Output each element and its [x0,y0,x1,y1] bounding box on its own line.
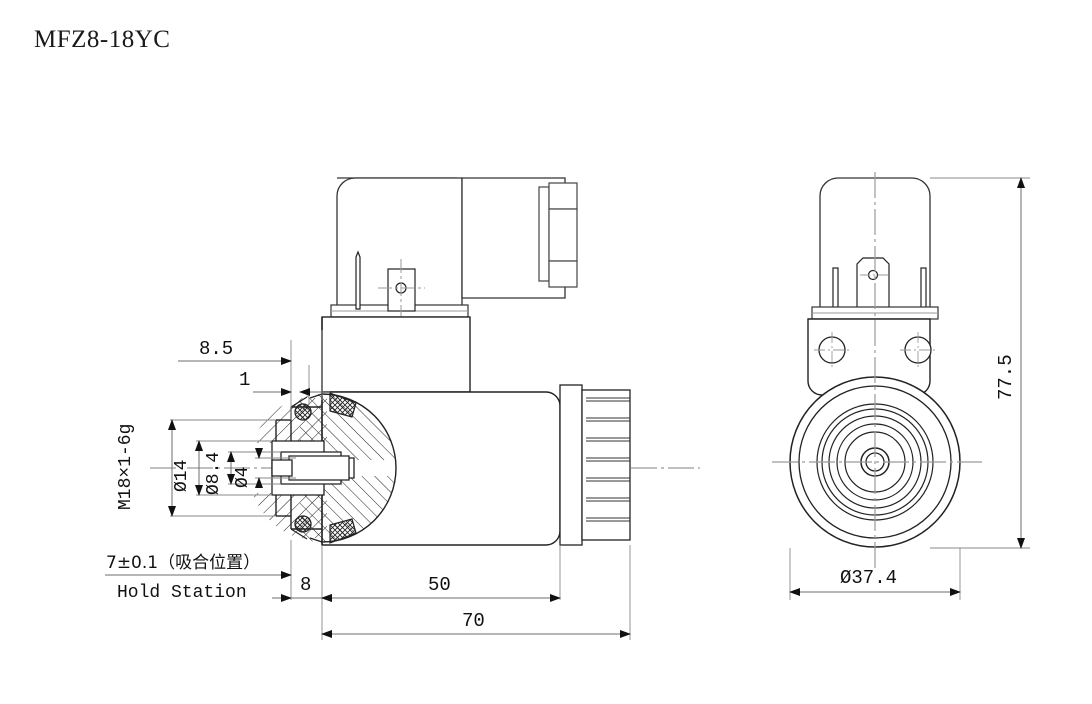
dimension-50-label: 50 [428,574,451,596]
front-terminal-block [856,257,890,311]
terminal-pin [355,250,361,310]
pole-piece-outline [321,393,397,543]
dimension-70-label: 70 [462,610,485,632]
hold-position-en-label: Hold Station [117,583,247,603]
o-ring-upper [294,403,312,421]
front-connector-housing [819,177,931,309]
dimension-dia37-4-label: Ø37.4 [840,567,897,589]
cable-gland [538,182,578,288]
connector-housing [336,177,566,321]
push-rod [271,455,350,481]
o-ring-lower [294,515,312,533]
knurled-nut [559,384,631,546]
dimension-8-label: 8 [300,574,311,596]
front-terminal-pin-right [920,267,927,311]
seal-wedge-upper [329,392,357,418]
hold-position-cn-label: 7±0.1（吸合位置） [106,553,260,573]
front-terminal-pin-left [832,267,839,311]
dimension-8-5-label: 8.5 [199,338,233,360]
page-title: MFZ8-18YC [34,26,171,53]
dimension-dia8-4-label: Ø8.4 [204,452,224,495]
front-screw-hole-centerlines [814,332,936,368]
dimension-dia14-label: Ø14 [172,460,192,492]
dimension-dia4-label: Ø4 [233,466,253,488]
seal-wedge-lower [329,518,357,544]
dimension-77-5-label: 77.5 [995,354,1017,400]
dimension-thread-label: M18×1-6g [116,424,136,510]
dimension-1-label: 1 [239,369,250,391]
front-centerlines [772,172,982,570]
coil-body-upper [321,316,471,393]
pole-chamfer-lines [290,393,323,543]
